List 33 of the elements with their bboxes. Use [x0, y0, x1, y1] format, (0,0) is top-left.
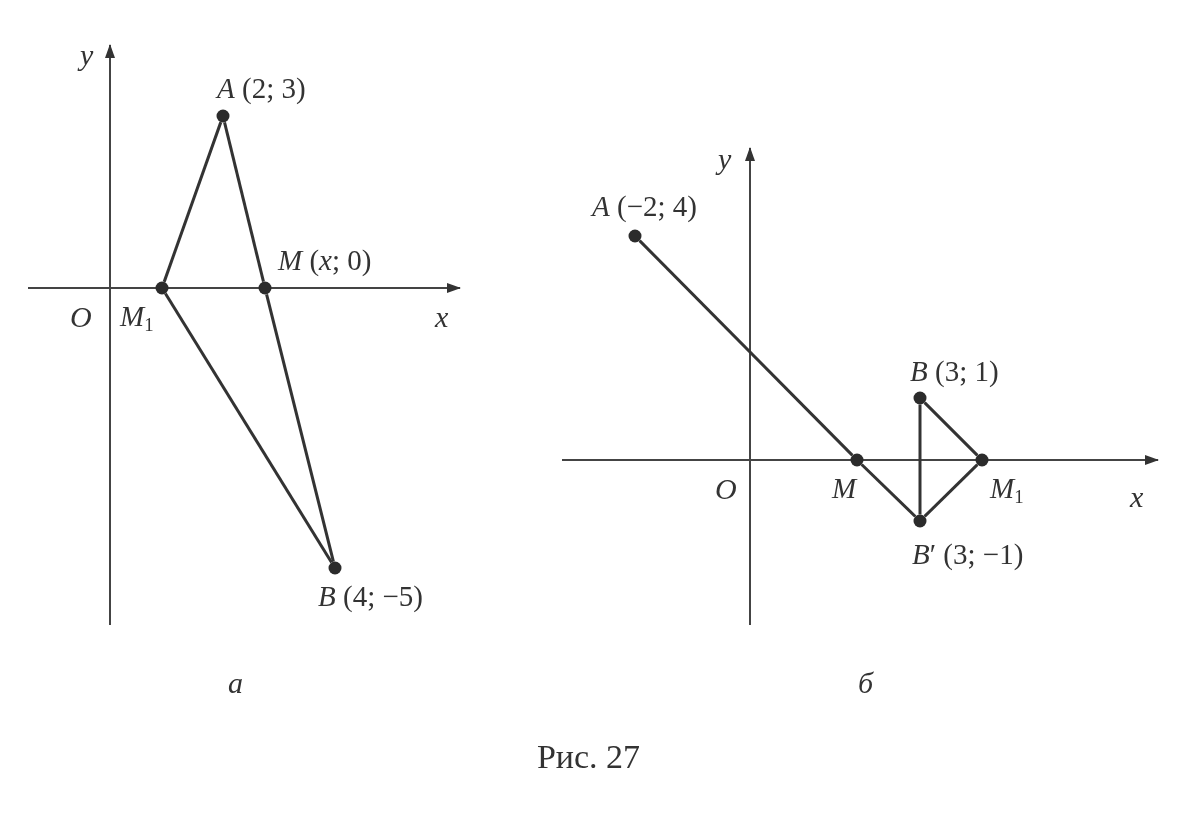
- figure-caption: Рис. 27: [536, 738, 641, 775]
- line-segment: [162, 121, 223, 283]
- axis-label: x: [1130, 482, 1144, 512]
- point: [155, 281, 169, 295]
- line-segment: [223, 121, 265, 283]
- line-segment: [265, 293, 335, 563]
- point: [850, 453, 864, 467]
- axis-label: O: [715, 474, 737, 504]
- subfigure-label: а: [228, 668, 243, 698]
- point: [258, 281, 272, 295]
- subfigure-label: б: [858, 668, 874, 698]
- point-label: M$_{1}$: [990, 474, 1024, 507]
- line-segment: [923, 401, 979, 457]
- point-label: B (3; 1): [910, 357, 999, 386]
- axis-label: x: [435, 302, 449, 332]
- point-label: M (x; 0): [278, 246, 372, 275]
- point: [913, 391, 927, 405]
- point-label: B′ (3; −1): [912, 540, 1024, 569]
- point-label: M$_{1}$: [120, 302, 154, 335]
- point-label: M: [832, 474, 857, 503]
- line-segment: [638, 239, 854, 457]
- line-segment: [164, 292, 333, 564]
- point-label: A (−2; 4): [592, 192, 697, 221]
- point-label: A (2; 3): [217, 74, 306, 103]
- point: [913, 514, 927, 528]
- point-label: B (4; −5): [318, 582, 423, 611]
- point: [328, 561, 342, 575]
- axis-label: O: [70, 302, 92, 332]
- line-segment: [918, 404, 922, 515]
- point: [628, 229, 642, 243]
- line-segment: [923, 463, 979, 518]
- point: [216, 109, 230, 123]
- line-segment: [860, 463, 917, 518]
